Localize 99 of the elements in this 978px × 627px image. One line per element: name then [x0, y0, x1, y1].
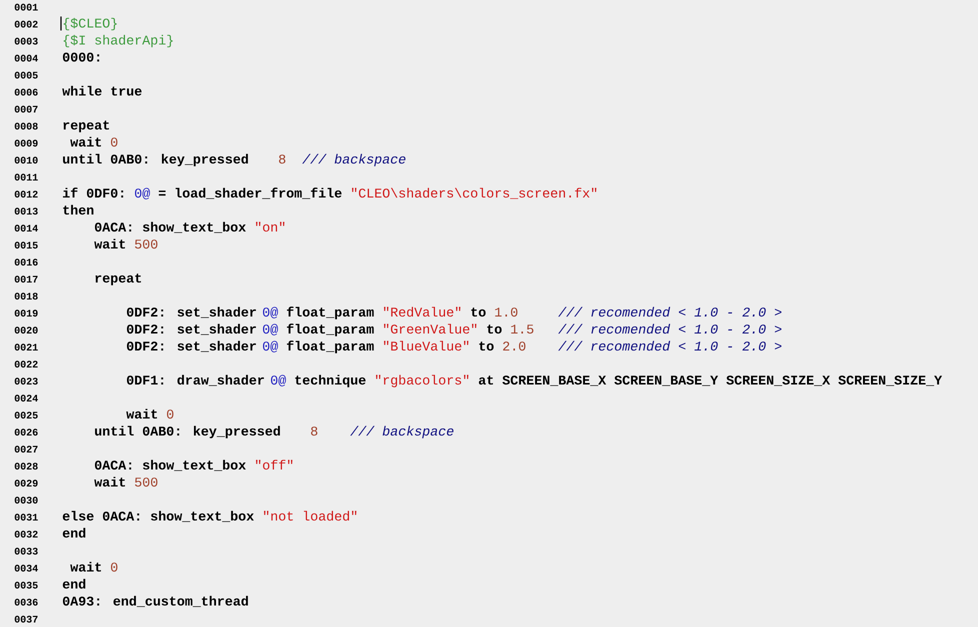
line-number: 0017	[14, 276, 38, 283]
code-text: end	[62, 528, 86, 538]
line-number: 0028	[14, 462, 38, 470]
line-number: 0011	[14, 174, 38, 181]
code-text: wait	[70, 136, 101, 147]
line-number: 0002	[14, 20, 38, 28]
line-number: 0004	[14, 54, 38, 62]
code-text: to	[471, 308, 486, 317]
number-literal: 0	[111, 138, 118, 147]
code-text: while true	[62, 86, 142, 96]
code-text: to	[487, 324, 502, 334]
line-number: 0008	[14, 122, 38, 130]
number-literal: 8	[311, 426, 318, 436]
code-text: then	[63, 204, 94, 215]
code-text: technique	[295, 374, 366, 388]
line-number: 0009	[14, 140, 38, 147]
code-text: wait	[94, 238, 125, 249]
variable-text: 0@	[263, 324, 278, 336]
line-number: 0019	[14, 310, 38, 317]
line-number: 0015	[14, 242, 38, 249]
number-literal: 500	[135, 478, 158, 487]
code-text: until 0AB0: key_pressed	[63, 154, 248, 166]
line-number: 0030	[14, 496, 38, 504]
code-text: 0DF1: draw_shader	[126, 374, 264, 386]
line-number: 0034	[14, 564, 38, 572]
code-text: until 0AB0: key_pressed	[95, 426, 280, 438]
code-text: float_param	[286, 340, 374, 354]
line-number: 0022	[14, 360, 38, 368]
line-number: 0035	[14, 582, 38, 589]
line-number: 0001	[14, 4, 38, 11]
string-literal: "not loaded"	[264, 510, 356, 521]
code-text: float_param	[286, 306, 374, 320]
comment-text: /// recomended < 1.0 - 2.0 >	[558, 340, 782, 351]
code-text: at SCREEN_BASE_X SCREEN_BASE_Y SCREEN_SIZE_X SCREEN_SIZE_Y	[478, 376, 942, 386]
comment-text: /// recomended < 1.0 - 2.0 >	[558, 324, 782, 334]
string-literal: "BlueValue"	[384, 340, 468, 351]
line-number: 0006	[14, 88, 38, 96]
line-number: 0013	[14, 208, 38, 215]
code-text: to	[479, 342, 494, 351]
line-number: 0007	[14, 106, 38, 113]
number-literal: 500	[135, 240, 158, 249]
line-number: 0021	[14, 344, 38, 351]
string-literal: "rgbacolors"	[376, 374, 468, 388]
line-number: 0024	[14, 394, 38, 402]
string-literal: "off"	[256, 460, 292, 470]
line-number: 0033	[14, 548, 38, 555]
code-text: 0A93: end_custom_thread	[62, 596, 248, 607]
line-number: 0014	[14, 224, 38, 232]
line-number: 0003	[14, 38, 38, 45]
code-text: repeat	[63, 120, 109, 132]
string-literal: "CLEO\shaders\colors_screen.fx"	[352, 188, 596, 199]
code-text: wait	[70, 562, 101, 572]
line-number: 0027	[14, 446, 38, 453]
line-number: 0016	[14, 258, 38, 266]
code-text: float_param	[286, 324, 374, 336]
number-literal: 0	[111, 562, 118, 572]
line-number: 0037	[14, 616, 38, 623]
code-text: else 0ACA: show_text_box	[62, 510, 254, 522]
string-literal: "RedValue"	[384, 306, 460, 317]
code-text: 0ACA: show_text_box	[94, 222, 246, 233]
directive-text: {$CLEO}	[64, 18, 117, 30]
code-text: 0ACA: show_text_box	[94, 460, 246, 471]
comment-text: /// recomended < 1.0 - 2.0 >	[558, 306, 782, 317]
number-literal: 1.0	[495, 308, 518, 317]
line-number: 0005	[14, 72, 38, 79]
code-text: 0DF2: set_shader	[126, 324, 256, 335]
code-text: repeat	[95, 274, 141, 286]
line-number: 0036	[14, 598, 38, 606]
line-number: 0010	[14, 156, 38, 164]
line-number: 0023	[14, 378, 38, 385]
code-text: wait	[126, 408, 157, 419]
line-number: 0032	[14, 530, 38, 538]
comment-text: /// backspace	[302, 154, 406, 166]
number-literal: 2.0	[503, 342, 526, 351]
variable-text: 0@	[263, 306, 278, 318]
line-number: 0026	[14, 428, 38, 436]
string-literal: "on"	[256, 222, 284, 232]
line-number: 0029	[14, 480, 38, 487]
number-literal: 8	[279, 154, 286, 164]
string-literal: "GreenValue"	[384, 324, 476, 334]
code-text: if 0DF0:	[62, 188, 124, 198]
number-literal: 1.5	[511, 324, 534, 334]
variable-text: 0@	[271, 374, 286, 386]
code-text: 0000:	[62, 52, 100, 62]
line-number: 0025	[14, 412, 38, 419]
line-number: 0020	[14, 326, 38, 334]
code-text: wait	[94, 476, 125, 487]
variable-text: 0@	[263, 340, 278, 352]
comment-text: /// backspace	[350, 426, 454, 438]
code-text: = load_shader_from_file	[158, 188, 342, 199]
code-text: 0DF2: set_shader	[126, 306, 256, 318]
line-number: 0012	[14, 190, 38, 198]
code-text: end	[62, 578, 86, 589]
code-text: 0DF2: set_shader	[126, 340, 256, 352]
line-number: 0031	[14, 514, 38, 521]
variable-text: 0@	[135, 188, 150, 200]
directive-text: {$I shaderApi}	[64, 34, 173, 48]
line-number: 0018	[14, 292, 38, 300]
number-literal: 0	[167, 410, 174, 419]
